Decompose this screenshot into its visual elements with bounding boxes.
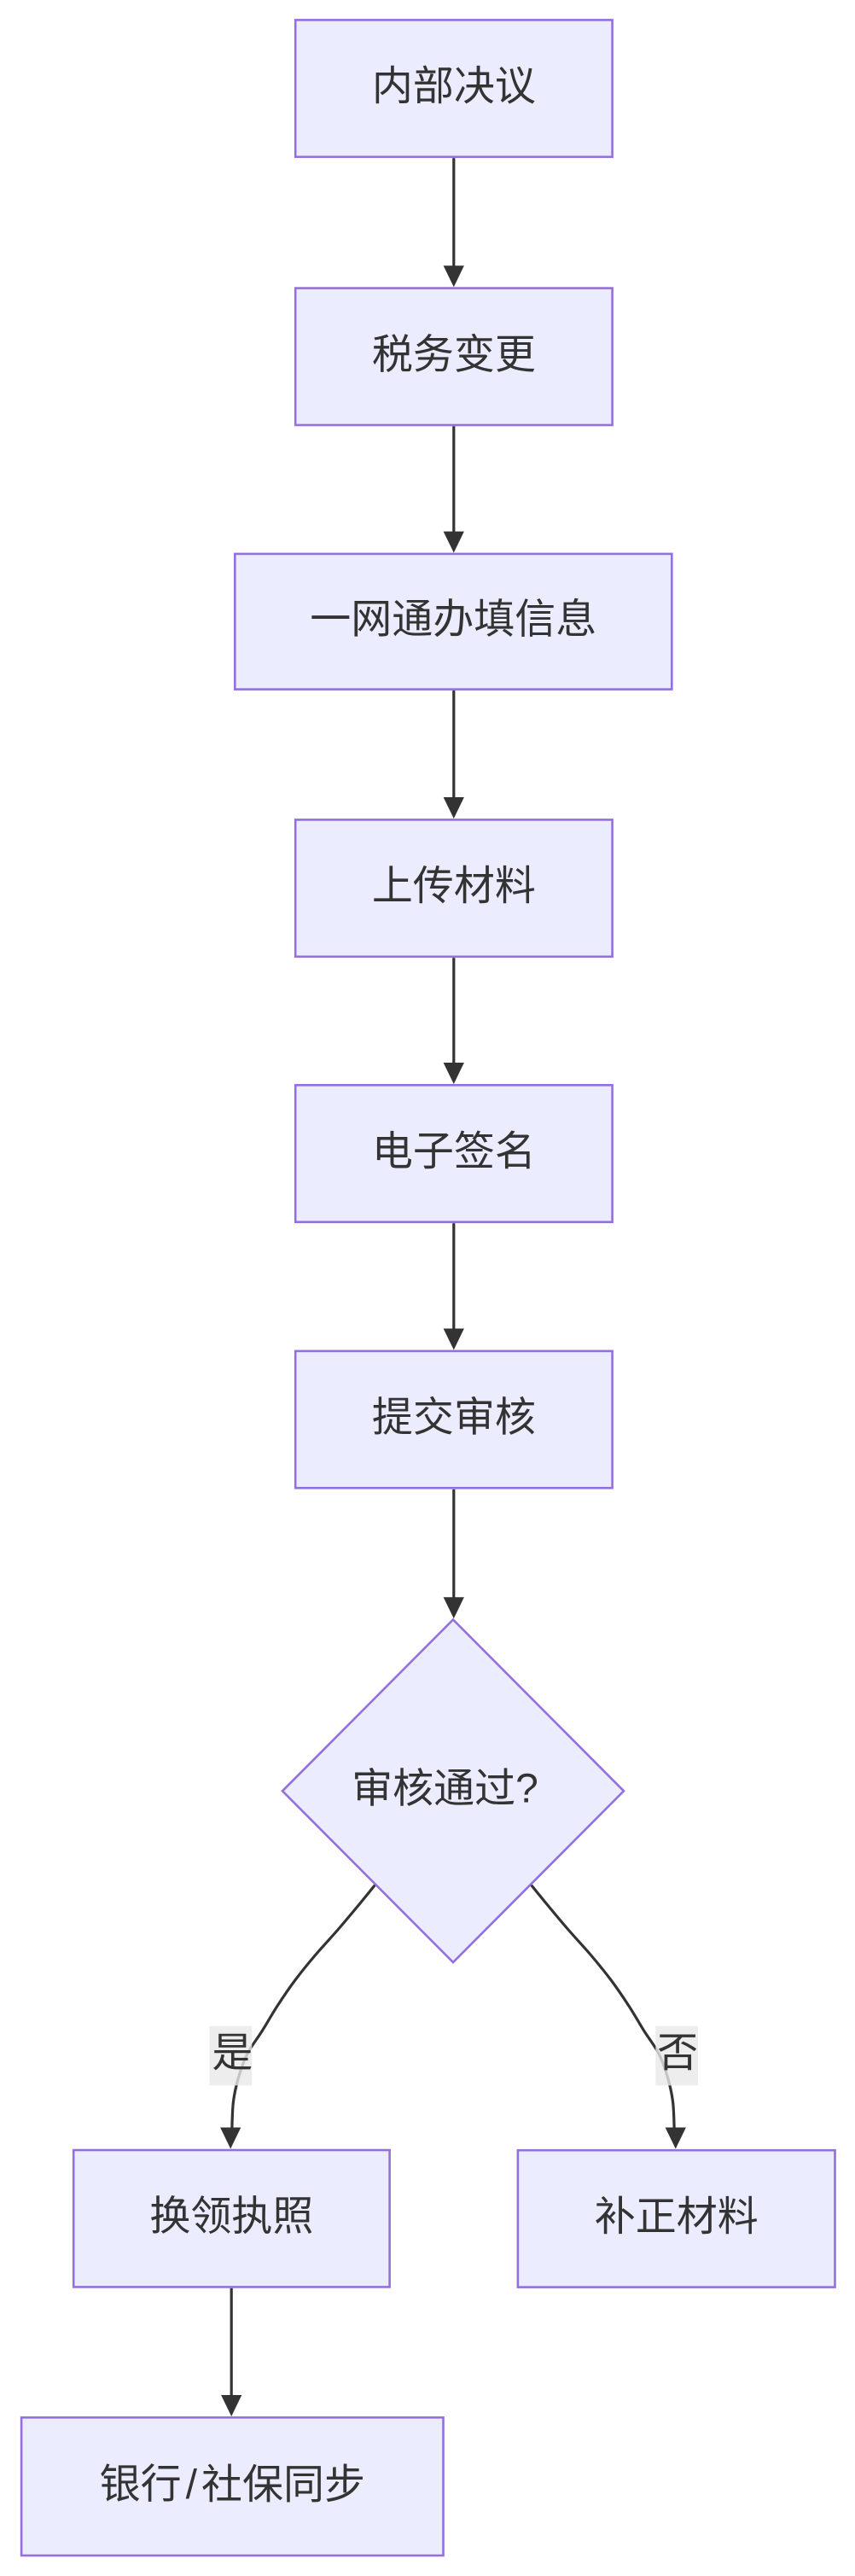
svg-text:是: 是 <box>212 2031 253 2076</box>
svg-text:一网通办填信息: 一网通办填信息 <box>310 597 596 643</box>
svg-text:银行/社保同步: 银行/社保同步 <box>100 2462 365 2508</box>
svg-text:补正材料: 补正材料 <box>595 2194 759 2240</box>
svg-text:内部决议: 内部决议 <box>372 64 536 109</box>
svg-text:税务变更: 税务变更 <box>372 332 536 377</box>
svg-text:换领执照: 换领执照 <box>149 2194 313 2240</box>
svg-text:电子签名: 电子签名 <box>372 1129 536 1174</box>
svg-text:审核通过?: 审核通过? <box>352 1766 538 1811</box>
svg-text:提交审核: 提交审核 <box>372 1396 536 1441</box>
svg-text:上传材料: 上传材料 <box>372 864 536 909</box>
svg-text:否: 否 <box>657 2031 698 2076</box>
